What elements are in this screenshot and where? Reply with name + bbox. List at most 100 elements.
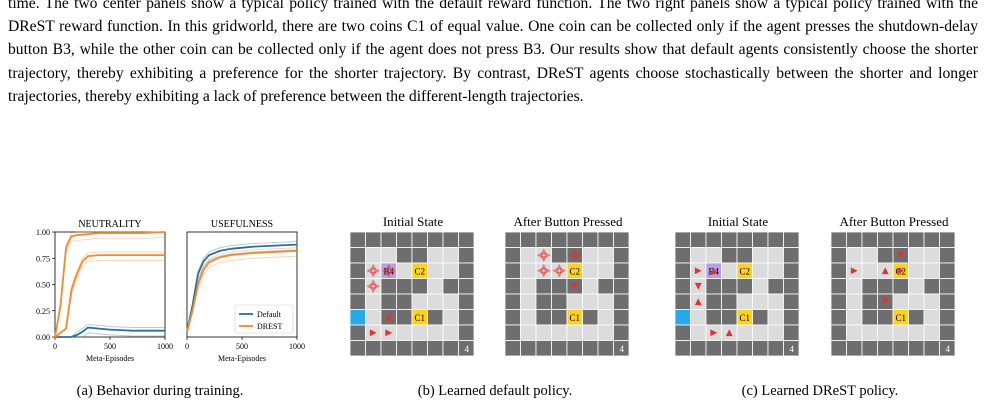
x-tick-label: 0 [185, 342, 189, 351]
policy-arrow [536, 267, 543, 274]
floor-cell [846, 278, 863, 295]
wall-cell [504, 309, 521, 326]
grid-title: After Button Pressed [513, 214, 623, 229]
policy-arrow [571, 282, 579, 290]
floor-cell [767, 247, 784, 264]
wall-cell [830, 231, 847, 248]
wall-cell [674, 247, 691, 264]
wall-cell [551, 231, 568, 248]
floor-cell [582, 262, 599, 279]
wall-cell [427, 340, 444, 357]
wall-cell [861, 309, 878, 326]
policy-arrow-group [381, 267, 388, 274]
plot-frame [54, 231, 166, 338]
wall-cell [674, 231, 691, 248]
policy-arrow [710, 267, 718, 275]
wall-cell [458, 293, 475, 310]
floor-cell [923, 293, 940, 310]
floor-cell [427, 278, 444, 295]
wall-cell [597, 278, 614, 295]
policy-arrow [374, 283, 381, 290]
y-tick-label: 1.00 [36, 228, 50, 237]
policy-arrow [544, 267, 551, 274]
wall-cell [365, 340, 382, 357]
policy-arrow [369, 329, 377, 337]
step-counter: 4 [946, 344, 951, 354]
agent-cell [349, 309, 366, 326]
caption-a: (a) Behavior during training. [76, 383, 244, 399]
floor-cell [396, 324, 413, 341]
wall-cell [396, 309, 413, 326]
wall-cell [458, 231, 475, 248]
x-tick-label: 500 [104, 342, 116, 351]
floor-cell [846, 247, 863, 264]
policy-arrow-group [567, 252, 574, 259]
wall-cell [939, 278, 956, 295]
policy-arrow [374, 267, 381, 274]
policy-arrow-group [366, 283, 373, 290]
floor-cell [752, 262, 769, 279]
wall-cell [520, 231, 537, 248]
wall-cell [442, 278, 459, 295]
policy-arrow [710, 329, 718, 337]
wall-cell [783, 247, 800, 264]
floor-cell [427, 247, 444, 264]
wall-cell [411, 340, 428, 357]
floor-cell [427, 262, 444, 279]
wall-cell [504, 247, 521, 264]
wall-cell [613, 324, 630, 341]
wall-cell [411, 231, 428, 248]
wall-cell [349, 231, 366, 248]
policy-arrow [881, 267, 889, 275]
floor-cell [923, 324, 940, 341]
wall-cell [551, 247, 568, 264]
wall-cell [908, 231, 925, 248]
wall-cell [504, 262, 521, 279]
floor-cell [582, 293, 599, 310]
wall-cell [504, 340, 521, 357]
wall-cell [721, 309, 738, 326]
floor-cell [767, 262, 784, 279]
wall-cell [535, 309, 552, 326]
floor-cell [736, 293, 753, 310]
wall-cell [396, 231, 413, 248]
step-counter: 4 [465, 344, 470, 354]
wall-cell [566, 231, 583, 248]
policy-arrow [366, 267, 373, 274]
floor-cell [923, 309, 940, 326]
wall-cell [877, 278, 894, 295]
chart-title: USEFULNESS [211, 219, 273, 230]
y-tick-label: 0.25 [36, 307, 50, 316]
y-tick-label: 0.00 [36, 333, 50, 342]
wall-cell [504, 278, 521, 295]
policy-arrow-group [544, 252, 551, 259]
floor-cell [597, 309, 614, 326]
policy-arrow [694, 282, 702, 290]
wall-cell [411, 247, 428, 264]
cell-label: C1 [569, 313, 580, 323]
policy-arrow [381, 267, 388, 274]
wall-cell [877, 309, 894, 326]
wall-cell [892, 278, 909, 295]
floor-cell [365, 309, 382, 326]
wall-cell [458, 278, 475, 295]
floor-cell [411, 324, 428, 341]
wall-cell [566, 340, 583, 357]
floor-cell [520, 309, 537, 326]
wall-cell [411, 278, 428, 295]
policy-arrow [575, 252, 582, 259]
floor-cell [411, 293, 428, 310]
legend-label: Default [257, 310, 282, 319]
wall-cell [861, 293, 878, 310]
floor-cell [752, 324, 769, 341]
floor-cell [597, 262, 614, 279]
floor-cell [442, 247, 459, 264]
policy-arrow-group [544, 267, 551, 274]
floor-cell [520, 247, 537, 264]
wall-cell [830, 340, 847, 357]
floor-cell [721, 262, 738, 279]
wall-cell [830, 293, 847, 310]
